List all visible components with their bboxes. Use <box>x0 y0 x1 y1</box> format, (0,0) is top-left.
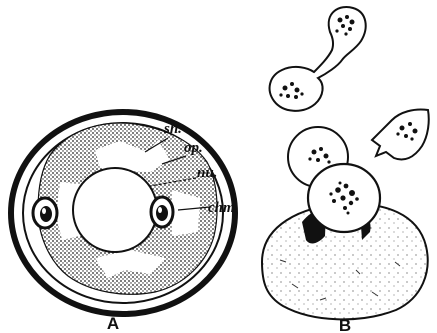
caption-a: A <box>107 314 119 333</box>
label-chm: chm. <box>208 200 238 216</box>
label-op: op. <box>184 140 203 156</box>
label-sh: sh. <box>163 121 182 137</box>
left-pyrenoid <box>33 198 57 228</box>
caption-b: B <box>339 316 351 333</box>
panel-b: B <box>262 7 429 333</box>
right-pyrenoid <box>151 197 173 227</box>
panel-a: sh. op. nu. chm. A <box>11 112 238 333</box>
chromatophore-gap-right <box>172 190 200 236</box>
label-nu: nu. <box>197 165 217 181</box>
escaping-cell <box>372 109 429 159</box>
nucleus <box>73 168 157 252</box>
